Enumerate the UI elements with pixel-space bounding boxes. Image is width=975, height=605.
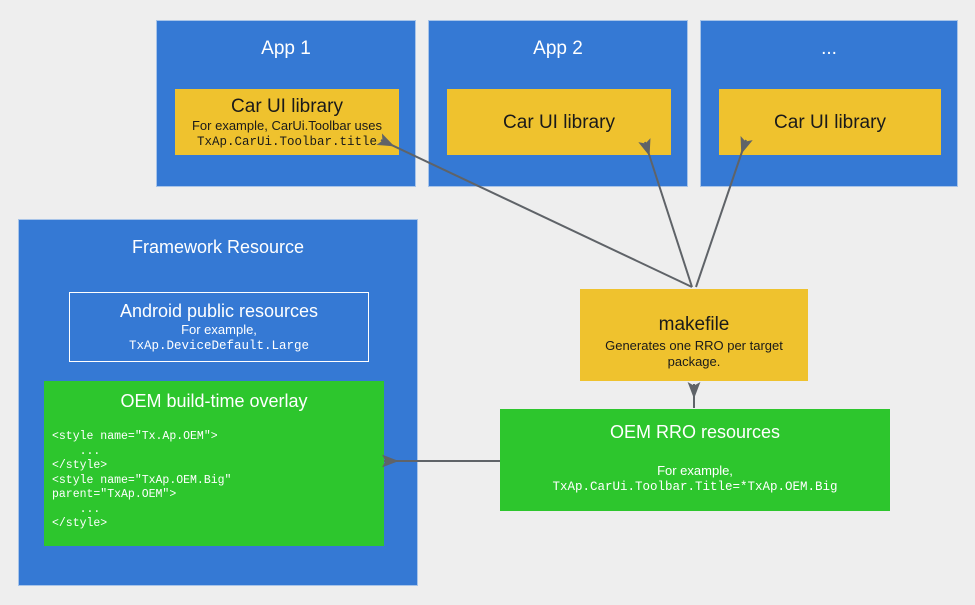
android-public-resources-code: TxAp.DeviceDefault.Large	[128, 339, 310, 353]
car-ui-library-title-1: Car UI library	[231, 95, 343, 117]
android-public-resources-title: Android public resources	[119, 301, 319, 321]
car-ui-library-box-2: Car UI library	[447, 89, 671, 155]
app-container-3: ... Car UI library	[700, 20, 958, 187]
oem-rro-resources-code: TxAp.CarUi.Toolbar.Title=*TxAp.OEM.Big	[552, 480, 838, 494]
oem-rro-resources-title: OEM RRO resources	[609, 422, 781, 442]
app-title-2: App 2	[533, 38, 583, 59]
car-ui-library-box-1: Car UI library For example, CarUi.Toolba…	[175, 89, 399, 155]
car-ui-library-title-2: Car UI library	[503, 111, 615, 133]
oem-rro-resources-box: OEM RRO resources For example, TxAp.CarU…	[500, 409, 890, 511]
android-public-resources-box: Android public resources For example, Tx…	[69, 292, 369, 362]
framework-resource-title: Framework Resource	[131, 237, 305, 257]
oem-build-time-overlay-box: OEM build-time overlay <style name="Tx.A…	[44, 381, 384, 546]
car-ui-library-title-3: Car UI library	[774, 111, 886, 133]
car-ui-library-box-3: Car UI library	[719, 89, 941, 155]
app-container-1: App 1 Car UI library For example, CarUi.…	[156, 20, 416, 187]
app-title-1: App 1	[261, 38, 311, 59]
framework-resource-container: Framework Resource Android public resour…	[18, 219, 418, 586]
oem-build-time-overlay-code: <style name="Tx.Ap.OEM"> ... </style> <s…	[52, 430, 232, 530]
oem-build-time-overlay-title: OEM build-time overlay	[120, 391, 308, 411]
app-title-3: ...	[821, 38, 837, 59]
makefile-sub: Generates one RRO per target package.	[605, 337, 783, 369]
app-container-2: App 2 Car UI library	[428, 20, 688, 187]
car-ui-library-sub-1: For example, CarUi.Toolbar uses	[191, 117, 383, 133]
makefile-title: makefile	[658, 313, 730, 335]
oem-rro-resources-sub: For example,	[657, 463, 733, 478]
car-ui-library-code-1: TxAp.CarUi.Toolbar.title	[196, 134, 378, 149]
makefile-box: makefile Generates one RRO per target pa…	[580, 289, 808, 381]
android-public-resources-sub: For example,	[181, 322, 257, 337]
